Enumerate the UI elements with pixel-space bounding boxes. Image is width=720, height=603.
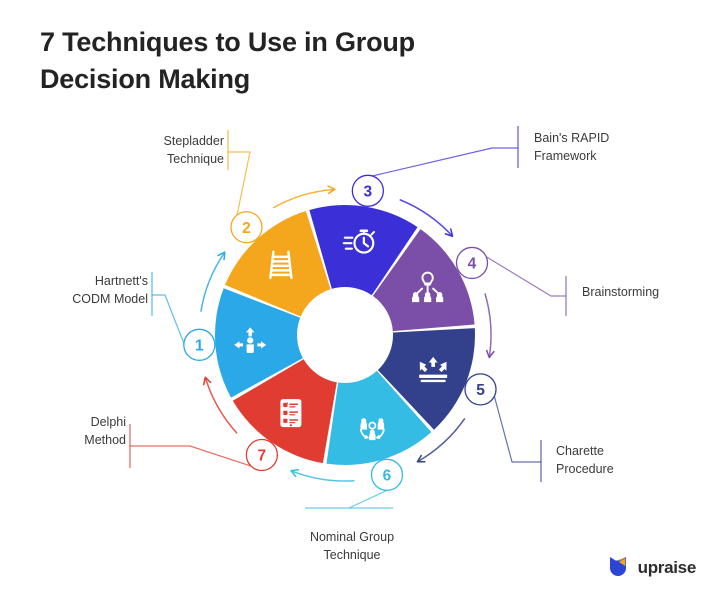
upraise-wordmark: upraise bbox=[637, 558, 697, 577]
badge-number-text: 6 bbox=[383, 467, 392, 484]
badge-number-text: 7 bbox=[258, 448, 267, 465]
upraise-mark-icon bbox=[609, 557, 626, 576]
wheel-segment-5[interactable] bbox=[377, 328, 475, 430]
upraise-logo: upraise bbox=[605, 555, 696, 581]
group-circle-icon bbox=[359, 418, 385, 441]
direction-arrowhead-7 bbox=[202, 376, 212, 386]
wheel-leader-lines bbox=[129, 126, 567, 509]
number-badge-2[interactable]: 2 bbox=[230, 211, 263, 244]
direction-arc-4 bbox=[484, 293, 492, 358]
number-badge-7[interactable]: 7 bbox=[245, 438, 279, 472]
person-three-arrows-icon bbox=[234, 327, 267, 353]
lightbulb-people-icon bbox=[412, 271, 444, 303]
wheel-segment-6[interactable] bbox=[326, 370, 432, 465]
direction-arrowhead-6 bbox=[290, 468, 300, 478]
wheel-direction-arrows bbox=[200, 185, 495, 482]
segment-label-4: Brainstorming bbox=[582, 285, 660, 299]
direction-arc-2 bbox=[272, 188, 335, 209]
leader-line-5 bbox=[493, 394, 541, 463]
badge-number-text: 2 bbox=[242, 220, 251, 237]
number-badge-6[interactable]: 6 bbox=[370, 458, 404, 491]
stopwatch-icon bbox=[342, 229, 376, 254]
badge-number-text: 4 bbox=[468, 256, 477, 273]
leader-line-1 bbox=[152, 294, 186, 347]
page-title: 7 Techniques to Use in Group Decision Ma… bbox=[40, 27, 415, 95]
segment-label-2: Stepladder Technique bbox=[163, 134, 224, 167]
direction-arrowhead-2 bbox=[327, 185, 336, 195]
direction-arc-6 bbox=[290, 469, 355, 482]
leader-line-6 bbox=[348, 489, 388, 509]
leader-line-3 bbox=[369, 147, 518, 178]
direction-arc-7 bbox=[204, 377, 238, 434]
segment-label-1: Hartnett's CODM Model bbox=[72, 274, 148, 307]
number-badge-5[interactable]: 5 bbox=[464, 373, 497, 406]
direction-arrowhead-5 bbox=[416, 454, 426, 463]
leader-line-2 bbox=[228, 151, 251, 217]
badge-number-text: 3 bbox=[364, 183, 373, 200]
leader-line-7 bbox=[130, 445, 254, 468]
badge-number-text: 5 bbox=[476, 382, 485, 399]
segment-label-3: Bain's RAPID Framework bbox=[534, 131, 610, 164]
number-badge-4[interactable]: 4 bbox=[455, 246, 489, 280]
segment-label-5: Charette Procedure bbox=[556, 444, 614, 477]
wheel-segment-1[interactable] bbox=[215, 288, 303, 398]
number-badge-1[interactable]: 1 bbox=[183, 328, 216, 361]
direction-arrowhead-1 bbox=[217, 251, 226, 261]
segment-label-6: Nominal Group Technique bbox=[309, 530, 395, 563]
direction-arc-5 bbox=[416, 418, 466, 463]
survey-checklist-icon bbox=[280, 399, 302, 428]
wheel-segment-2[interactable] bbox=[225, 211, 331, 317]
converging-arrows-icon bbox=[419, 356, 448, 383]
leader-line-4 bbox=[484, 255, 566, 297]
direction-arrowhead-4 bbox=[485, 349, 495, 359]
ladder-icon bbox=[269, 250, 293, 280]
wheel-segment-icons bbox=[234, 229, 448, 441]
direction-arc-3 bbox=[399, 198, 454, 237]
number-badge-3[interactable]: 3 bbox=[351, 174, 384, 207]
direction-arc-1 bbox=[200, 251, 226, 312]
segment-label-7: Delphi Method bbox=[84, 415, 126, 448]
direction-arrowhead-3 bbox=[444, 228, 454, 237]
wheel-segment-3[interactable] bbox=[309, 205, 418, 296]
badge-number-text: 1 bbox=[195, 337, 204, 354]
wheel-number-badges: 1 2 3 4 5 6 7 bbox=[183, 174, 497, 491]
wheel-segments bbox=[215, 205, 475, 465]
